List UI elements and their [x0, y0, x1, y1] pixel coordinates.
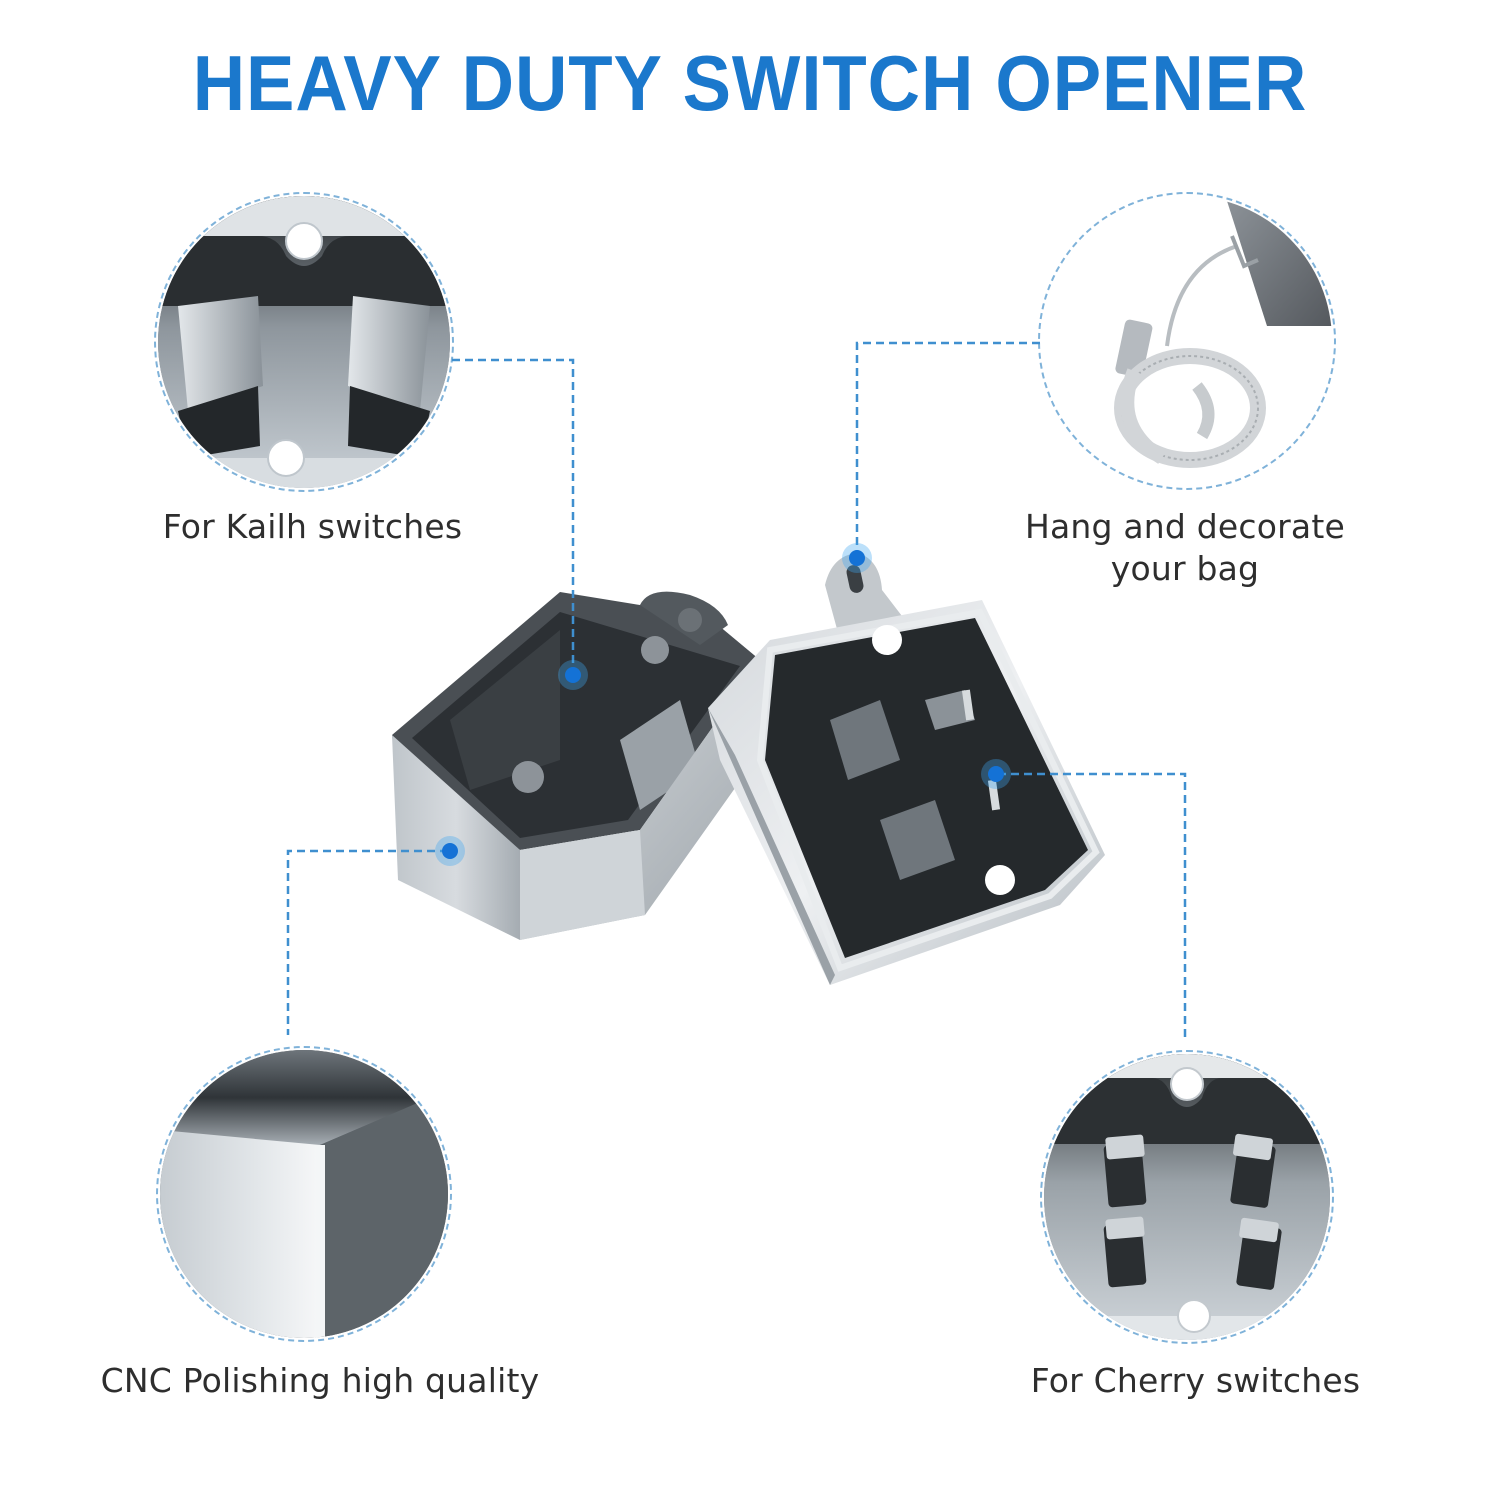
kailh-marker-halo: [558, 660, 588, 690]
bag-marker-dot: [849, 550, 865, 566]
cherry-leader-line: [998, 772, 1187, 1040]
bag-caption-line-1: Hang and decorate: [1025, 507, 1345, 546]
cnc-marker-halo: [435, 836, 465, 866]
cherry-marker-dot: [988, 766, 1004, 782]
cherry-caption: For Cherry switches: [1030, 1361, 1361, 1400]
page-title: HEAVY DUTY SWITCH OPENER: [192, 39, 1308, 127]
bag-caption-line-2: your bag: [1110, 549, 1260, 588]
cnc-leader-line: [286, 849, 448, 1035]
kailh-cube: [392, 591, 762, 940]
bag-marker-halo: [842, 543, 872, 573]
cherry-marker-halo: [981, 759, 1011, 789]
cherry-closeup-image: [1040, 1050, 1334, 1344]
kailh-marker-dot: [565, 667, 581, 683]
polished-corner-icon: [160, 1050, 448, 1338]
cnc-marker-dot: [442, 843, 458, 859]
kailh-mount-icon: [158, 196, 450, 488]
lanyard-closeup-image: [1038, 192, 1336, 490]
cnc-caption: CNC Polishing high quality: [100, 1361, 540, 1400]
lanyard-icon: [1114, 196, 1332, 468]
cherry-mount-icon: [1044, 1054, 1330, 1340]
bag-caption: Hang and decorate your bag: [995, 506, 1375, 590]
kailh-closeup-image: [154, 192, 454, 492]
cherry-cube: [708, 553, 1105, 985]
cnc-polish-closeup-image: [156, 1046, 452, 1342]
kailh-caption: For Kailh switches: [162, 507, 463, 546]
